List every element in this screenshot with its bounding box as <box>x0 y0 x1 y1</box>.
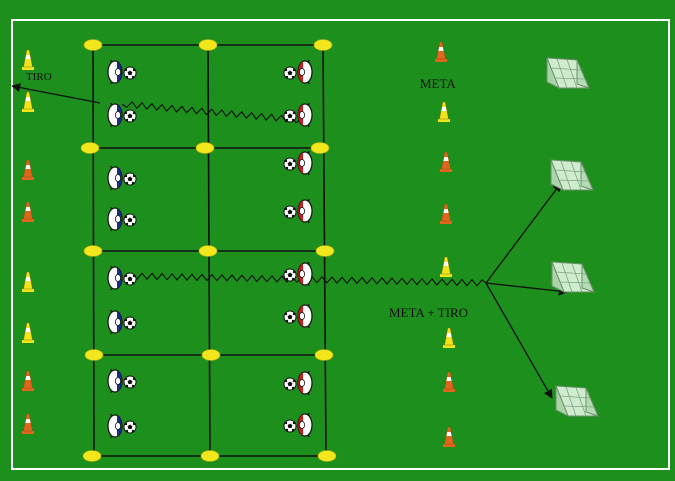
marker-disc-icon <box>317 450 337 462</box>
training-cone-icon <box>22 159 34 180</box>
training-cone-icon <box>22 201 34 222</box>
dribble-zigzag <box>121 101 301 124</box>
soccer-ball-icon <box>123 213 137 227</box>
marker-disc-icon <box>82 450 102 462</box>
players <box>107 59 313 439</box>
marker-disc-icon <box>315 245 335 257</box>
soccer-ball-icon <box>123 375 137 389</box>
label-meta-tiro: META + TIRO <box>389 305 468 320</box>
blue-player-icon <box>107 206 137 232</box>
marker-disc-icon <box>195 142 215 154</box>
red-player-icon <box>283 370 313 396</box>
red-player-icon <box>283 150 313 176</box>
soccer-ball-icon <box>283 268 297 282</box>
soccer-ball-icon <box>123 420 137 434</box>
soccer-ball-icon <box>123 272 137 286</box>
pitch-boundary-line <box>11 19 670 470</box>
soccer-ball-icon <box>283 66 297 80</box>
training-cone-icon <box>443 327 455 348</box>
cones <box>22 41 455 447</box>
red-player-icon <box>283 303 313 329</box>
training-cone-icon <box>440 203 452 224</box>
label-tiro: TIRO <box>26 71 52 83</box>
training-cone-icon <box>22 91 34 112</box>
red-player-icon <box>283 261 313 287</box>
marker-disc-icon <box>313 39 333 51</box>
red-player-icon <box>283 412 313 438</box>
soccer-ball-icon <box>283 419 297 433</box>
soccer-ball-icon <box>123 316 137 330</box>
marker-disc-icon <box>201 349 221 361</box>
soccer-ball-icon <box>123 172 137 186</box>
marker-disc-icon <box>310 142 330 154</box>
training-cone-icon <box>440 151 452 172</box>
label-meta: META <box>420 76 456 91</box>
marker-disc-icon <box>314 349 334 361</box>
training-cone-icon <box>22 49 34 70</box>
marker-disc-icon <box>200 450 220 462</box>
training-cone-icon <box>22 322 34 343</box>
red-player-icon <box>283 198 313 224</box>
marker-disc-icon <box>80 142 100 154</box>
soccer-ball-icon <box>283 310 297 324</box>
blue-player-icon <box>107 102 137 128</box>
movement-arrows <box>11 83 568 399</box>
blue-player-icon <box>107 413 137 439</box>
soccer-ball-icon <box>283 377 297 391</box>
training-cone-icon <box>435 41 447 62</box>
red-player-icon <box>283 59 313 85</box>
blue-player-icon <box>107 309 137 335</box>
soccer-ball-icon <box>123 109 137 123</box>
arrow-line <box>485 282 568 296</box>
blue-player-icon <box>107 265 137 291</box>
marker-disc-icon <box>83 39 103 51</box>
soccer-ball-icon <box>283 205 297 219</box>
marker-discs <box>80 39 337 462</box>
blue-player-icon <box>107 368 137 394</box>
blue-player-icon <box>107 165 137 191</box>
soccer-ball-icon <box>283 157 297 171</box>
arrow-line <box>11 83 101 104</box>
training-cone-icon <box>443 426 455 447</box>
arrow-line <box>485 282 553 399</box>
training-cone-icon <box>438 101 450 122</box>
training-cone-icon <box>22 370 34 391</box>
soccer-ball-icon <box>123 66 137 80</box>
training-cone-icon <box>22 413 34 434</box>
marker-disc-icon <box>84 349 104 361</box>
marker-disc-icon <box>198 245 218 257</box>
training-cone-icon <box>22 271 34 292</box>
arrow-line <box>485 182 562 284</box>
training-cone-icon <box>440 256 452 277</box>
red-player-icon <box>283 102 313 128</box>
marker-disc-icon <box>83 245 103 257</box>
blue-player-icon <box>107 59 137 85</box>
soccer-ball-icon <box>283 109 297 123</box>
marker-disc-icon <box>198 39 218 51</box>
training-cone-icon <box>443 371 455 392</box>
